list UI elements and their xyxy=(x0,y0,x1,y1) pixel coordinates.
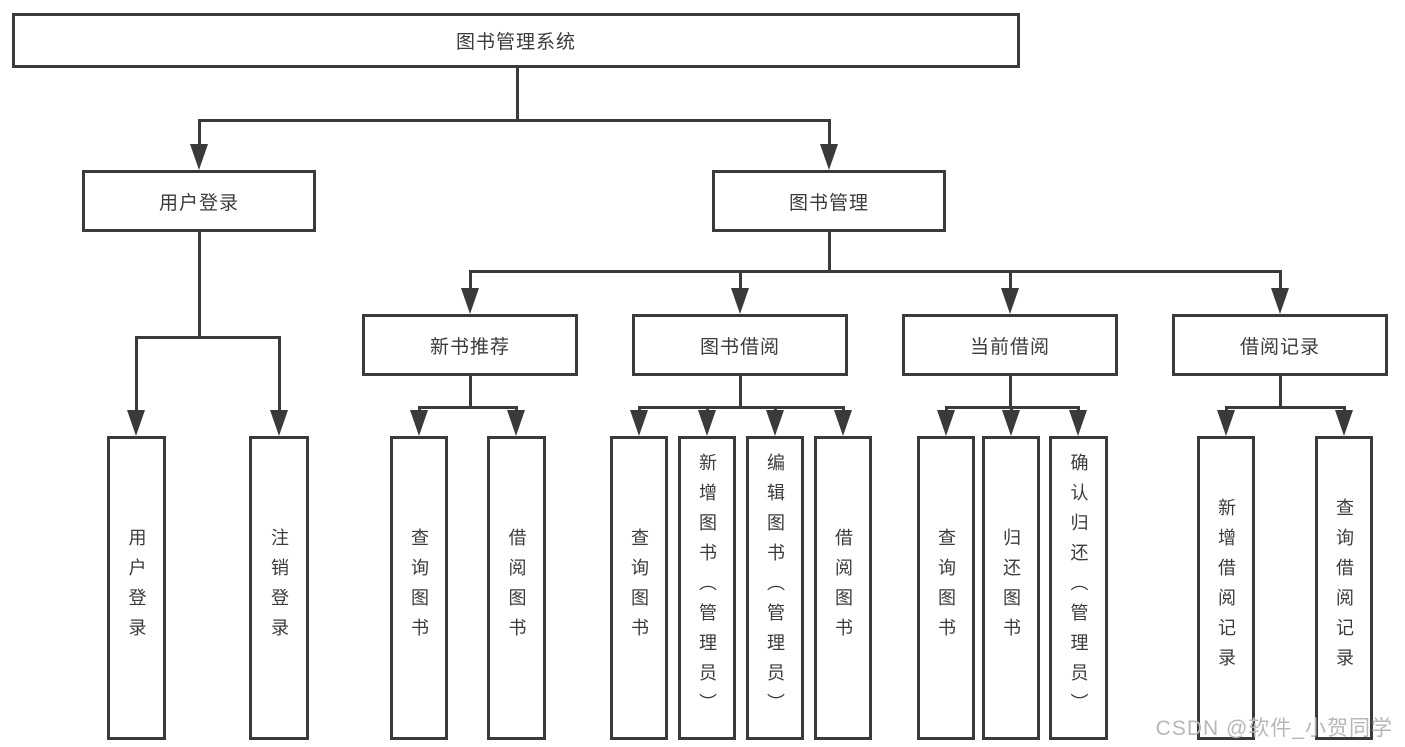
connector-arrow xyxy=(190,144,208,170)
connector-arrow xyxy=(731,288,749,314)
leaf-label: 用户登录 xyxy=(126,528,147,648)
connector-line xyxy=(828,119,831,147)
connector-arrow xyxy=(507,410,525,436)
node-user-login: 用户登录 xyxy=(82,170,316,232)
leaf-edit-books-admin: 编辑图书（管理员） xyxy=(746,436,804,740)
node-label: 图书借阅 xyxy=(699,336,780,358)
node-label: 图书管理系统 xyxy=(455,32,576,53)
connector-arrow xyxy=(461,288,479,314)
connector-arrow xyxy=(1002,410,1020,436)
connector-line xyxy=(198,119,201,147)
connector-line xyxy=(739,270,742,290)
leaf-label: 编辑图书（管理员） xyxy=(765,453,785,723)
leaf-label: 确认归还（管理员） xyxy=(1068,453,1089,723)
connector-line xyxy=(198,119,831,122)
leaf-label: 查询借阅记录 xyxy=(1334,498,1354,678)
connector-arrow xyxy=(1335,410,1353,436)
node-label: 借阅记录 xyxy=(1239,336,1320,358)
leaf-query-borrow-record: 查询借阅记录 xyxy=(1315,436,1373,740)
connector-arrow xyxy=(937,410,955,436)
connector-arrow xyxy=(630,410,648,436)
node-label: 新书推荐 xyxy=(429,336,510,358)
leaf-label: 归还图书 xyxy=(1001,528,1021,648)
connector-arrow xyxy=(834,410,852,436)
connector-line xyxy=(198,232,201,339)
connector-arrow xyxy=(1271,288,1289,314)
leaf-label: 查询图书 xyxy=(629,528,649,648)
connector-arrow xyxy=(127,410,145,436)
connector-arrow xyxy=(410,410,428,436)
connector-line xyxy=(828,232,831,273)
connector-arrow xyxy=(1069,410,1087,436)
connector-arrow xyxy=(766,410,784,436)
connector-arrow xyxy=(1001,288,1019,314)
leaf-borrow-books: 借阅图书 xyxy=(814,436,872,740)
connector-line xyxy=(469,270,472,290)
node-new-book-recommendation: 新书推荐 xyxy=(362,314,578,376)
node-label: 当前借阅 xyxy=(969,336,1050,358)
node-book-borrowing: 图书借阅 xyxy=(632,314,848,376)
node-book-management: 图书管理 xyxy=(712,170,946,232)
connector-arrow xyxy=(1217,410,1235,436)
connector-line xyxy=(739,376,742,409)
leaf-add-borrow-record: 新增借阅记录 xyxy=(1197,436,1255,740)
leaf-user-login: 用户登录 xyxy=(107,436,166,740)
leaf-label: 借阅图书 xyxy=(506,528,527,648)
connector-arrow xyxy=(270,410,288,436)
connector-line xyxy=(418,406,518,409)
node-current-borrowing: 当前借阅 xyxy=(902,314,1118,376)
connector-arrow xyxy=(820,144,838,170)
leaf-label: 新增借阅记录 xyxy=(1216,498,1236,678)
leaf-label: 借阅图书 xyxy=(833,528,853,648)
leaf-logout: 注销登录 xyxy=(249,436,309,740)
leaf-return-books: 归还图书 xyxy=(982,436,1040,740)
leaf-query-books-current: 查询图书 xyxy=(917,436,975,740)
leaf-query-books-borrow: 查询图书 xyxy=(610,436,668,740)
leaf-label: 新增图书（管理员） xyxy=(697,453,717,723)
leaf-label: 查询图书 xyxy=(409,528,429,648)
leaf-borrow-books-recommend: 借阅图书 xyxy=(487,436,546,740)
connector-line xyxy=(1279,376,1282,409)
connector-line xyxy=(135,336,281,339)
connector-line xyxy=(469,376,472,409)
connector-line xyxy=(638,406,845,409)
leaf-confirm-return-admin: 确认归还（管理员） xyxy=(1049,436,1108,740)
leaf-query-books-recommend: 查询图书 xyxy=(390,436,448,740)
connector-line xyxy=(1279,270,1282,290)
connector-line xyxy=(1009,376,1012,409)
connector-arrow xyxy=(698,410,716,436)
node-borrowing-records: 借阅记录 xyxy=(1172,314,1388,376)
leaf-label: 注销登录 xyxy=(269,528,289,648)
connector-line xyxy=(516,68,519,122)
connector-line xyxy=(1009,270,1012,290)
leaf-label: 查询图书 xyxy=(936,528,956,648)
connector-line xyxy=(135,336,138,412)
node-label: 用户登录 xyxy=(158,192,239,214)
connector-line xyxy=(1225,406,1346,409)
node-label: 图书管理 xyxy=(788,192,869,214)
connector-line xyxy=(469,270,1282,273)
leaf-add-books-admin: 新增图书（管理员） xyxy=(678,436,736,740)
connector-line xyxy=(278,336,281,412)
csdn-watermark: CSDN @软件_小贺同学 xyxy=(1155,717,1393,740)
node-library-management-system: 图书管理系统 xyxy=(12,13,1020,68)
